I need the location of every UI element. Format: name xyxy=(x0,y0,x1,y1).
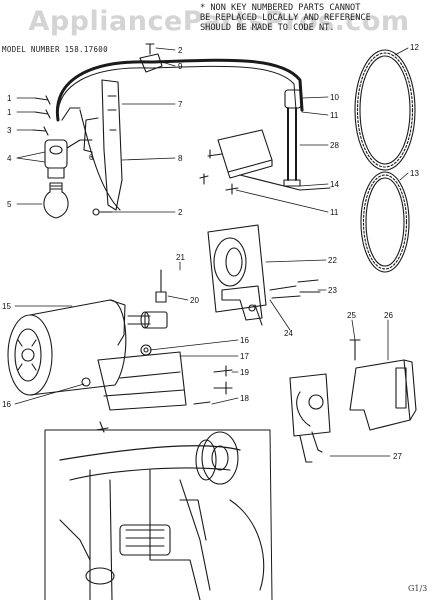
callout-16a: 16 xyxy=(240,336,249,345)
callout-15: 15 xyxy=(2,302,11,311)
cord-clamp xyxy=(139,43,163,73)
callout-4: 4 xyxy=(7,154,12,163)
sewing-motor xyxy=(7,299,151,396)
callout-10: 10 xyxy=(330,93,339,102)
callout-27: 27 xyxy=(393,452,402,461)
motor-pulley xyxy=(140,269,168,329)
callout-12: 12 xyxy=(410,43,419,52)
drive-belt-large xyxy=(354,49,416,171)
diagram-code: G1/3 xyxy=(408,584,428,593)
callout-16b: 16 xyxy=(2,400,11,409)
power-cord xyxy=(55,58,304,211)
motor-pulley-unit xyxy=(207,224,321,326)
callout-8: 8 xyxy=(178,154,183,163)
callout-23: 23 xyxy=(328,286,337,295)
cord-plug-leads xyxy=(283,89,302,187)
parts-note: * NON KEY NUMBERED PARTS CANNOT BE REPLA… xyxy=(200,3,436,33)
callout-21: 21 xyxy=(176,253,185,262)
callout-2b: 2 xyxy=(178,208,183,217)
callout-5: 5 xyxy=(7,200,12,209)
parts-note-line-1: * NON KEY NUMBERED PARTS CANNOT xyxy=(200,3,361,13)
motor-bracket xyxy=(95,344,233,433)
callout-18: 18 xyxy=(240,394,249,403)
terminal-block xyxy=(199,129,331,195)
callout-2a: 2 xyxy=(178,46,183,55)
light-bracket xyxy=(83,79,123,216)
callout-13: 13 xyxy=(410,169,419,178)
light-switch-assembly xyxy=(289,339,417,463)
callout-1b: 1 xyxy=(7,108,12,117)
callout-3: 3 xyxy=(7,126,12,135)
callout-9: 9 xyxy=(178,62,183,71)
drive-belt-small xyxy=(360,171,410,273)
callout-26: 26 xyxy=(384,311,393,320)
sewing-machine-head xyxy=(44,429,273,600)
callout-14: 14 xyxy=(330,180,339,189)
callout-1a: 1 xyxy=(7,94,12,103)
light-bulb xyxy=(43,182,69,219)
parts-note-line-3: SHOULD BE MADE TO CODE NT. xyxy=(200,23,335,33)
model-number-label: MODEL NUMBER 158.17600 xyxy=(2,45,108,54)
callout-28: 28 xyxy=(330,141,339,150)
parts-note-line-2: BE REPLACED LOCALLY AND REFERENCE xyxy=(200,13,371,23)
callout-17: 17 xyxy=(240,352,249,361)
callout-7: 7 xyxy=(178,100,183,109)
light-socket-assembly xyxy=(44,107,93,179)
callout-20: 20 xyxy=(190,296,199,305)
small-screws-left xyxy=(32,95,51,136)
callout-19: 19 xyxy=(240,368,249,377)
callout-25: 25 xyxy=(347,311,356,320)
callout-11a: 11 xyxy=(330,111,339,120)
callout-labels: 1 1 3 4 5 6 7 8 9 10 11 11 12 13 14 15 1… xyxy=(2,43,419,461)
callout-6: 6 xyxy=(89,153,94,162)
leader-lines xyxy=(14,47,409,457)
watermark-text: AppliancePartsPros.com xyxy=(28,6,410,37)
callout-24: 24 xyxy=(284,329,293,338)
callout-11b: 11 xyxy=(330,208,339,217)
callout-22: 22 xyxy=(328,256,337,265)
